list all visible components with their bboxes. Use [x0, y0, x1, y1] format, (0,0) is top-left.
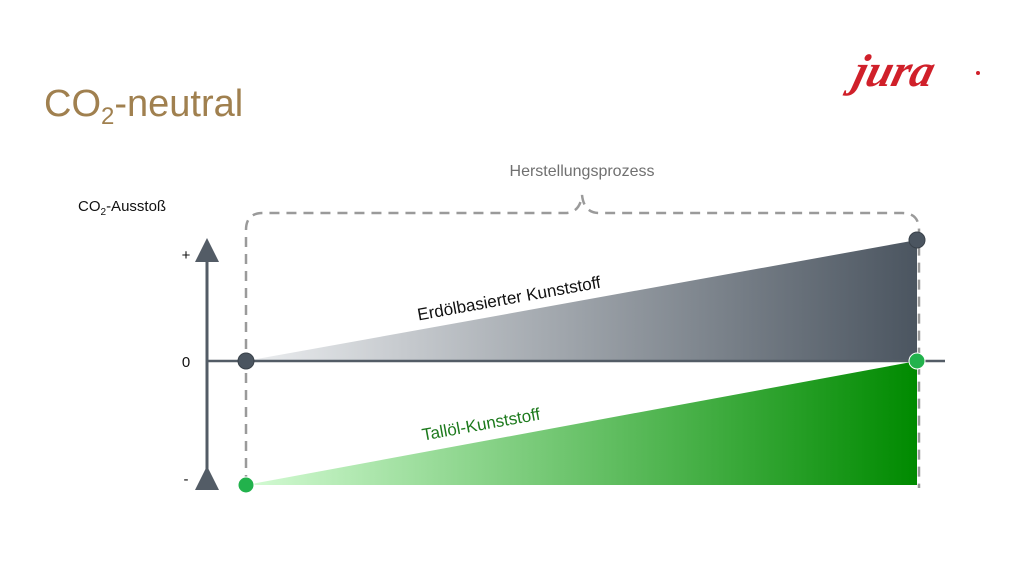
- petroleum-start-dot: [237, 352, 255, 370]
- y-axis-label: CO2-Ausstoß: [78, 198, 166, 218]
- petroleum-end-dot: [908, 231, 926, 249]
- process-brace: [244, 194, 921, 488]
- slide-title: CO2-neutral: [44, 83, 243, 130]
- tallol-end-dot: [908, 352, 926, 370]
- svg-text:jura: jura: [841, 46, 941, 97]
- brace-label: Herstellungsprozess: [510, 163, 655, 180]
- tick-zero: 0: [182, 354, 190, 371]
- petroleum-area: [246, 240, 917, 361]
- tallol-start-dot: [237, 476, 255, 494]
- tallol-area: [246, 361, 917, 485]
- jura-logo: jura: [841, 46, 980, 97]
- tick-minus: -: [184, 471, 189, 488]
- tick-plus: +: [182, 247, 191, 264]
